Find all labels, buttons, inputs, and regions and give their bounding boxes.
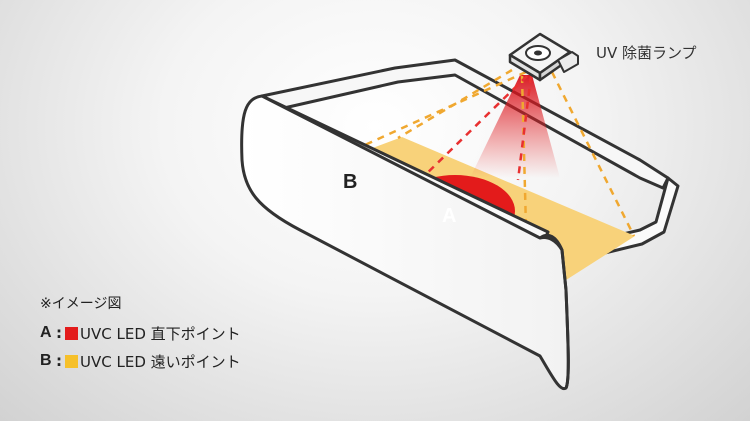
legend-swatch-a (65, 326, 78, 340)
legend-item-b: B : UVC LED 遠いポイント (40, 347, 241, 375)
drawer-front-edge (539, 236, 570, 389)
zone-b-label: B (343, 171, 358, 193)
zone-a-label: A (442, 205, 457, 227)
legend-colon-a: : (56, 324, 62, 342)
uv-beam (470, 75, 560, 178)
legend-item-a: A : UVC LED 直下ポイント (40, 319, 241, 347)
legend-text-a: UVC LED 直下ポイント (80, 324, 241, 343)
uv-lamp-icon (508, 32, 579, 82)
legend-colon-b: : (56, 352, 62, 370)
image-note: ※イメージ図 (40, 296, 122, 312)
beam-dash-lines-red (419, 75, 533, 181)
legend-key-b: B (40, 352, 52, 369)
uv-lamp-label: UV 除菌ランプ (596, 44, 697, 62)
legend-swatch-b (65, 354, 78, 368)
drawer-back-wall (260, 58, 670, 190)
legend-text-b: UVC LED 遠いポイント (80, 352, 241, 371)
legend-key-a: A (40, 324, 52, 341)
legend: ※イメージ図 A : UVC LED 直下ポイント B : UVC LED 遠い… (40, 293, 241, 375)
